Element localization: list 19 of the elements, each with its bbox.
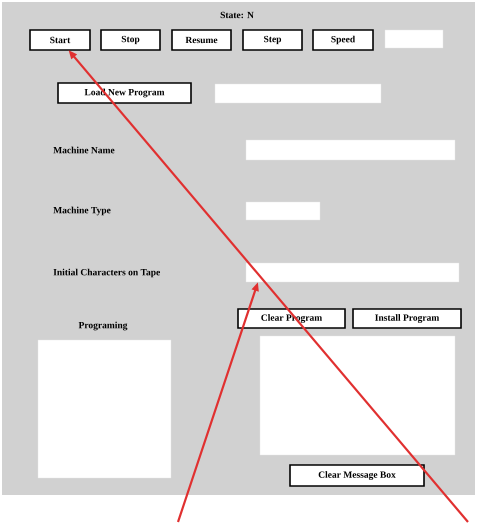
text-area [260,336,456,456]
field-label: Initial Characters on Tape [54,268,160,278]
input-field [246,262,460,282]
button: Clear Message Box [289,464,425,487]
input-field [214,84,382,104]
button: Resume [171,29,232,51]
field-label: Machine Type [53,206,111,216]
button: Step [242,29,303,51]
input-field [246,202,320,220]
button: Start [29,29,91,51]
button: Stop [100,29,161,51]
input-field [246,140,456,160]
field-label: Machine Name [53,146,114,154]
section-heading: Programing [78,322,128,330]
button: Speed [312,29,374,51]
input-field [384,30,444,48]
status-text: State: N [220,12,254,18]
button: Install Program [352,308,462,329]
text-area [38,340,172,478]
